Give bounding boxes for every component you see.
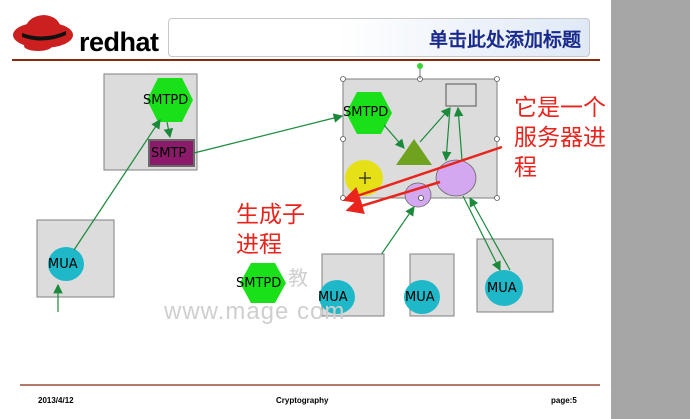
page-title: 单击此处添加标题: [428, 29, 581, 51]
redhat-logo-icon: [13, 15, 73, 51]
footer-date: 2013/4/12: [38, 396, 74, 405]
smtp-left-box: [148, 139, 195, 167]
arrow-square-to-lilac-a: [441, 107, 452, 162]
smtpd-right-hexagon: [346, 92, 392, 134]
mua-mid2-label: MUA: [405, 290, 435, 305]
smtpd-right-label: SMTPD: [343, 105, 389, 120]
mua-right-label: MUA: [487, 281, 517, 296]
mua-left-circle: [48, 247, 84, 281]
arrow-smtpd-to-triangle: [383, 124, 405, 149]
process-triangle: [396, 139, 432, 165]
smtp-left-label: SMTP: [151, 146, 187, 161]
center-dot: [418, 195, 424, 201]
smtpd-bottom-hexagon: [240, 263, 286, 303]
smtpd-bottom-label: SMTPD: [236, 276, 282, 291]
mua-mid-label: MUA: [318, 290, 348, 305]
move-cursor-icon: [359, 172, 371, 184]
arrow-lilac-to-mua-right: [462, 195, 501, 272]
arrow-smtp-to-right-server: [193, 113, 344, 154]
title-placeholder[interactable]: 单击此处添加标题: [168, 18, 590, 57]
page-number: 5: [572, 396, 577, 405]
mua-left-label: MUA: [48, 257, 78, 272]
lilac-circle-small: [404, 182, 432, 208]
rotate-handle-icon[interactable]: [417, 63, 423, 69]
footer-page-label: page:5: [551, 396, 577, 405]
arrow-mua-right-to-lilac: [469, 196, 511, 271]
lilac-circle-large: [435, 159, 477, 197]
red-arrow-child: [345, 180, 441, 215]
mua-mid-circle: [319, 280, 355, 314]
arrow-mua-to-smtpd: [73, 118, 161, 251]
red-arrow-server: [342, 145, 503, 204]
arrow-triangle-to-square: [419, 107, 451, 143]
annotation-child-process: 生成子进程: [236, 202, 305, 258]
annotation-server-process: 它是一个服务器进程: [514, 95, 606, 181]
mua-right-circle: [485, 270, 523, 306]
watermark-url: www.mage com: [164, 298, 346, 325]
smtpd-left-hexagon: [147, 78, 193, 122]
arrow-lilac-to-square: [453, 106, 464, 161]
logo-text: redhat: [79, 27, 159, 57]
smtpd-left-label: SMTPD: [143, 93, 189, 108]
slide-canvas: redhat 单击此处添加标题 教 www.mage com SMTPD SMT…: [0, 0, 611, 419]
mua-mid2-circle: [404, 280, 440, 314]
editor-gutter: [611, 0, 690, 419]
page-label: page:: [551, 396, 573, 405]
slide-drawing: [12, 15, 600, 386]
small-square: [445, 83, 477, 107]
watermark-cn: 教: [288, 268, 308, 290]
arrow-smtpd-to-smtp: [163, 121, 174, 139]
footer-title: Cryptography: [276, 396, 329, 405]
